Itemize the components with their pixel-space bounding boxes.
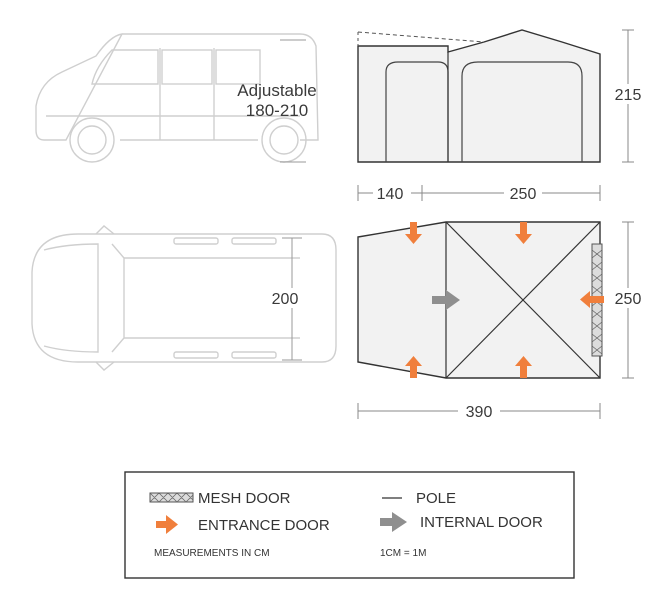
entrance-arrows xyxy=(405,222,604,378)
legend-pole-label: POLE xyxy=(416,490,456,507)
van-top-view xyxy=(31,225,337,371)
internal-door-arrow xyxy=(432,290,460,310)
depth-front-label: 140 xyxy=(377,186,404,203)
depth-rear-label-bg xyxy=(504,184,542,202)
depth-rear-label: 250 xyxy=(510,186,537,203)
depth-front-label-bg xyxy=(373,184,411,202)
legend-entrance-door-label: ENTRANCE DOOR xyxy=(198,517,330,534)
pole-lines xyxy=(445,221,601,379)
entrance-door-arrow-front-top xyxy=(405,222,422,244)
total-length-label: 390 xyxy=(466,404,493,421)
entrance-door-arrow-rear-bottom xyxy=(515,356,532,378)
awning-height-label: 215 xyxy=(615,87,642,104)
awning-side-view xyxy=(357,29,601,163)
internal-door-swatch xyxy=(380,512,407,532)
legend-mesh-door-label: MESH DOOR xyxy=(198,490,291,507)
legend-scale-note: 1CM = 1M xyxy=(380,548,426,559)
legend-box: MESH DOOR POLE ENTRANCE DOOR INTERNAL DO… xyxy=(124,471,575,579)
entrance-door-arrow-side xyxy=(580,291,604,308)
van-side-height-marker xyxy=(280,39,306,163)
van-height-label: Adjustable xyxy=(237,81,316,100)
van-width-label-bg xyxy=(266,288,306,308)
van-height-range: 180-210 xyxy=(246,101,308,120)
legend-internal-door-label: INTERNAL DOOR xyxy=(420,514,543,531)
total-length-label-bg xyxy=(458,402,500,420)
width-label-bg xyxy=(610,288,646,308)
legend-units-note: MEASUREMENTS IN CM xyxy=(154,548,270,559)
width-right-label: 250 xyxy=(615,291,642,308)
awning-plan-view xyxy=(357,221,603,379)
entrance-door-arrow-front-bottom xyxy=(405,356,422,378)
entrance-door-swatch xyxy=(156,515,178,534)
van-width-label: 200 xyxy=(272,291,299,308)
awning-height-label-bg xyxy=(612,84,644,104)
entrance-door-arrow-rear-top xyxy=(515,222,532,244)
mesh-door-swatch xyxy=(149,492,194,503)
